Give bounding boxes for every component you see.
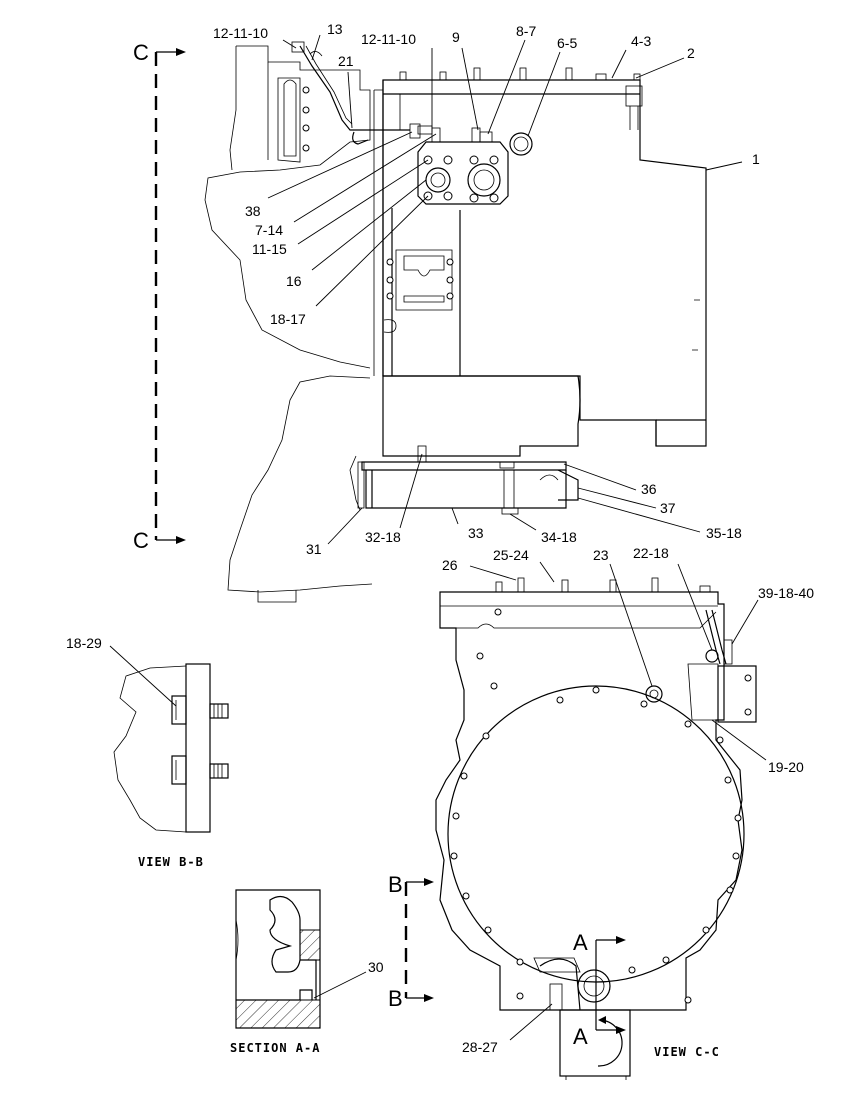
callout-30: 30 — [368, 959, 384, 975]
callout-35-18: 35-18 — [706, 525, 742, 541]
port-block — [417, 127, 509, 205]
bolt-circle — [450, 608, 742, 1004]
callout-4-3: 4-3 — [631, 33, 651, 49]
callout-26: 26 — [442, 557, 458, 573]
callout-18-29: 18-29 — [66, 635, 102, 651]
bottom-boss — [533, 957, 631, 1080]
housing-front-view — [435, 577, 757, 1080]
top-bolts — [399, 67, 641, 81]
view-b-label-top: B — [388, 872, 403, 897]
view-b-label-bottom: B — [388, 986, 403, 1011]
callout-25-24: 25-24 — [493, 547, 529, 563]
callout-8-7: 8-7 — [516, 23, 536, 39]
callout-11-15: 11-15 — [252, 241, 287, 257]
oil-pan — [357, 445, 579, 515]
callout-21: 21 — [338, 53, 354, 69]
callout-19-20: 19-20 — [768, 759, 804, 775]
view-b-cut: B B — [388, 872, 434, 1011]
section-a-label-top: A — [573, 930, 588, 955]
engine-ghost-outline — [204, 45, 373, 603]
callouts-front: 26 25-24 23 22-18 39-18-40 19-20 28-27 — [442, 545, 814, 1055]
view-bb: 18-29 VIEW B-B — [66, 635, 229, 869]
view-c-label-bottom: C — [133, 528, 149, 553]
callout-28-27: 28-27 — [462, 1039, 498, 1055]
callout-12-11-10-b: 12-11-10 — [361, 31, 416, 47]
callout-36: 36 — [641, 481, 657, 497]
view-c-cut-line: C C — [133, 40, 186, 553]
section-aa: 30 SECTION A-A — [230, 889, 384, 1055]
callout-23: 23 — [593, 547, 609, 563]
callout-18-17: 18-17 — [270, 311, 306, 327]
callout-13: 13 — [327, 21, 343, 37]
callout-34-18: 34-18 — [541, 529, 577, 545]
side-bracket — [687, 609, 757, 723]
section-a-cut: A A — [573, 930, 626, 1049]
callout-31: 31 — [306, 541, 322, 557]
callout-6-5: 6-5 — [557, 35, 577, 51]
callout-38: 38 — [245, 203, 261, 219]
view-c-label-top: C — [133, 40, 149, 65]
callout-32-18: 32-18 — [365, 529, 401, 545]
leader-lines-top — [267, 34, 743, 545]
callout-33: 33 — [468, 525, 484, 541]
callout-22-18: 22-18 — [633, 545, 669, 561]
callout-9: 9 — [452, 29, 460, 45]
leader-lines-front — [469, 561, 767, 1041]
callout-7-14: 7-14 — [255, 222, 283, 238]
view-bb-caption: VIEW B-B — [138, 855, 204, 869]
callout-12-11-10-a: 12-11-10 — [213, 25, 268, 41]
section-a-label-bottom: A — [573, 1024, 588, 1049]
callouts-top: 12-11-10 13 21 12-11-10 9 8-7 6-5 4-3 2 … — [213, 21, 760, 557]
section-aa-caption: SECTION A-A — [230, 1041, 320, 1055]
callout-16: 16 — [286, 273, 302, 289]
callout-39-18-40: 39-18-40 — [758, 585, 814, 601]
callout-2: 2 — [687, 45, 695, 61]
view-cc-caption: VIEW C-C — [654, 1045, 720, 1059]
callout-1: 1 — [752, 151, 760, 167]
callout-37: 37 — [660, 500, 676, 516]
housing-side-view — [291, 41, 707, 515]
